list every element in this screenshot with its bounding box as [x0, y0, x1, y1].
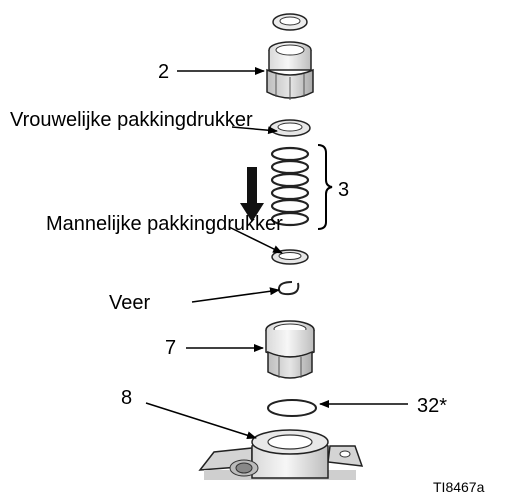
- leader-lines: [145, 67, 408, 440]
- label-part-7: 7: [165, 337, 177, 359]
- label-part-2: 2: [158, 61, 170, 83]
- figure-id: TI8467a: [433, 479, 485, 495]
- label-part-32: 32*: [417, 395, 448, 417]
- label-part-8: 8: [121, 387, 133, 409]
- label-spring: Veer: [109, 292, 151, 314]
- spring-part: [277, 281, 300, 296]
- v-packing-stack: [270, 146, 310, 227]
- part-2-gland-nut: [266, 41, 314, 100]
- label-female-adapter: Vrouwelijke pakkingdrukker: [10, 109, 253, 131]
- label-male-adapter: Mannelijke pakkingdrukker: [46, 213, 283, 235]
- female-adapter-ring: [269, 119, 311, 137]
- part-8-housing: [198, 429, 364, 480]
- part-7-body: [265, 320, 315, 379]
- male-adapter-ring: [271, 249, 309, 265]
- top-seal-ring: [272, 13, 308, 31]
- packing-brace: [317, 144, 333, 230]
- install-direction-arrow: [240, 167, 264, 222]
- label-part-3: 3: [338, 179, 350, 201]
- part-32-o-ring: [267, 399, 317, 417]
